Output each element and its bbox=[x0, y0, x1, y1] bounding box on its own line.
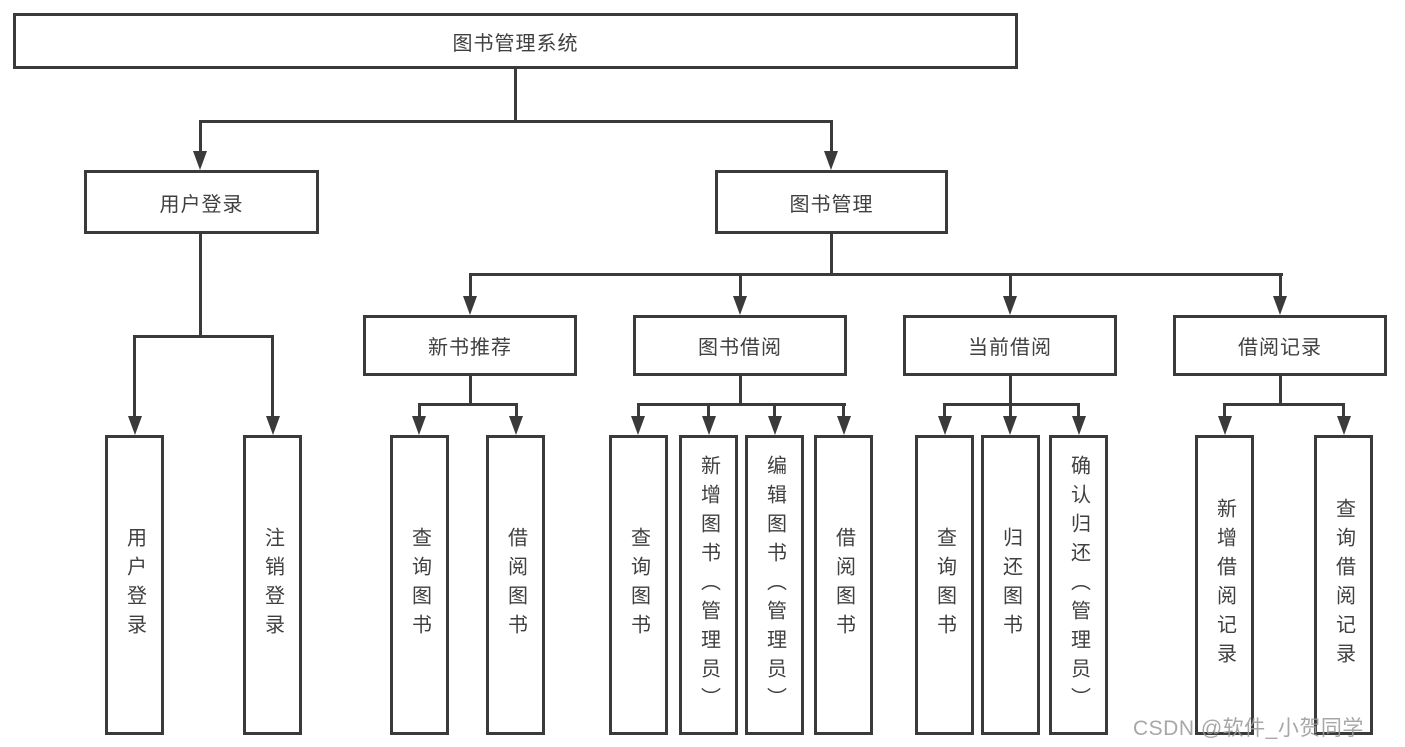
node-user-login-leaf: 用户登录 bbox=[105, 435, 164, 735]
connector-drop bbox=[636, 403, 640, 418]
arrowhead-user-login bbox=[193, 151, 207, 170]
connector-drop bbox=[773, 403, 776, 418]
connector-drop bbox=[1223, 403, 1226, 418]
node-query-books-current: 查询图书 bbox=[915, 435, 974, 735]
arrowhead bbox=[265, 416, 280, 435]
node-current-borrowing: 当前借阅 bbox=[903, 315, 1117, 376]
node-library-management-system: 图书管理系统 bbox=[13, 13, 1018, 69]
node-logout: 注销登录 bbox=[243, 435, 302, 735]
connector-drop bbox=[1278, 273, 1282, 299]
connector-drop bbox=[1342, 403, 1345, 418]
arrowhead bbox=[412, 416, 426, 435]
arrowhead bbox=[127, 416, 142, 435]
node-edit-book-admin: 编辑图书（管理员） bbox=[745, 435, 804, 735]
connector-borrow-stem bbox=[738, 375, 742, 406]
node-book-management: 图书管理 bbox=[715, 170, 948, 234]
connector-drop bbox=[1008, 273, 1012, 299]
connector-recommend-split bbox=[417, 403, 518, 406]
node-return-book: 归还图书 bbox=[981, 435, 1040, 735]
node-new-book-recommendation: 新书推荐 bbox=[363, 315, 577, 376]
arrowhead bbox=[937, 416, 952, 435]
arrowhead bbox=[631, 416, 645, 435]
connector-user-login-split bbox=[133, 335, 274, 338]
node-query-books-borrow: 查询图书 bbox=[609, 435, 668, 735]
arrowhead bbox=[701, 416, 716, 435]
arrowhead bbox=[1273, 296, 1287, 315]
node-borrow-books: 借阅图书 bbox=[814, 435, 873, 735]
connector-drop bbox=[271, 335, 274, 418]
arrowhead bbox=[509, 416, 523, 435]
arrowhead-book-mgmt bbox=[824, 151, 838, 170]
connector-drop bbox=[468, 273, 472, 299]
node-borrow-books-recommend: 借阅图书 bbox=[486, 435, 545, 735]
connector-current-split bbox=[943, 403, 1080, 406]
connector-current-stem bbox=[1008, 375, 1012, 406]
connector-drop bbox=[514, 403, 518, 418]
connector-drop bbox=[1077, 403, 1080, 418]
arrowhead bbox=[1003, 416, 1017, 435]
connector-borrow-split bbox=[636, 403, 846, 406]
connector-drop bbox=[738, 273, 742, 299]
node-query-borrow-record: 查询借阅记录 bbox=[1314, 435, 1373, 735]
arrowhead bbox=[767, 416, 782, 435]
connector-recommend-stem bbox=[468, 375, 472, 406]
node-user-login: 用户登录 bbox=[84, 170, 319, 234]
connector-drop bbox=[1008, 403, 1012, 418]
arrowhead bbox=[1071, 416, 1086, 435]
connector-drop bbox=[707, 403, 710, 418]
connector-root-split bbox=[198, 120, 833, 123]
connector-user-login-drop bbox=[198, 120, 202, 153]
arrowhead bbox=[733, 296, 747, 315]
connector-user-login-stem bbox=[198, 233, 202, 337]
arrowhead bbox=[1003, 296, 1017, 315]
connector-book-mgmt-split bbox=[468, 273, 1283, 276]
connector-drop bbox=[943, 403, 946, 418]
node-borrowing-records: 借阅记录 bbox=[1173, 315, 1387, 376]
node-confirm-return-admin: 确认归还（管理员） bbox=[1049, 435, 1108, 735]
node-query-books-recommend: 查询图书 bbox=[390, 435, 449, 735]
connector-drop bbox=[133, 335, 136, 418]
csdn-watermark: CSDN @软件_小贺同学 bbox=[1133, 717, 1364, 740]
connector-records-stem bbox=[1278, 375, 1282, 406]
connector-records-split bbox=[1223, 403, 1345, 406]
node-add-book-admin: 新增图书（管理员） bbox=[679, 435, 738, 735]
arrowhead bbox=[463, 296, 477, 315]
arrowhead bbox=[836, 416, 851, 435]
connector-root-stem bbox=[513, 68, 517, 122]
arrowhead bbox=[1217, 416, 1232, 435]
connector-book-mgmt-drop bbox=[829, 120, 833, 153]
connector-drop bbox=[417, 403, 421, 418]
arrowhead bbox=[1336, 416, 1351, 435]
connector-book-mgmt-stem bbox=[829, 233, 833, 276]
node-book-borrowing: 图书借阅 bbox=[633, 315, 847, 376]
node-add-borrow-record: 新增借阅记录 bbox=[1195, 435, 1254, 735]
connector-drop bbox=[842, 403, 845, 418]
